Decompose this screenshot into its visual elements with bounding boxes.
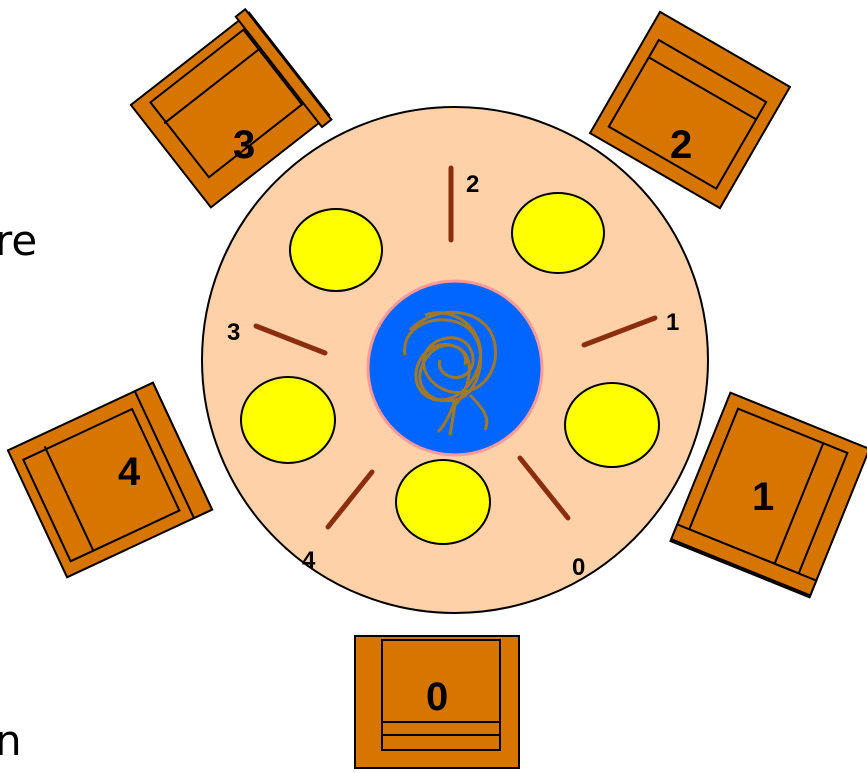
- plate-1: [565, 383, 659, 467]
- chair-label-3: 3: [233, 123, 255, 167]
- spaghetti-bowl: [368, 281, 542, 455]
- chair-4: [8, 383, 212, 578]
- chair-label-0: 0: [426, 675, 448, 719]
- chair-label-2: 2: [670, 123, 692, 167]
- fork-label-0: 0: [572, 554, 585, 581]
- text-fragment-top: re: [0, 216, 37, 265]
- plate-2: [512, 193, 604, 273]
- fork-label-4: 4: [302, 547, 316, 574]
- plate-4: [241, 377, 335, 463]
- plate-0: [396, 460, 490, 544]
- plate-3: [290, 209, 382, 291]
- fork-label-1: 1: [666, 309, 679, 336]
- fork-label-2: 2: [466, 171, 479, 198]
- chair-label-1: 1: [752, 475, 774, 519]
- chair-label-4: 4: [118, 450, 141, 494]
- text-fragment-bottom: n: [0, 716, 22, 765]
- fork-label-3: 3: [227, 319, 240, 346]
